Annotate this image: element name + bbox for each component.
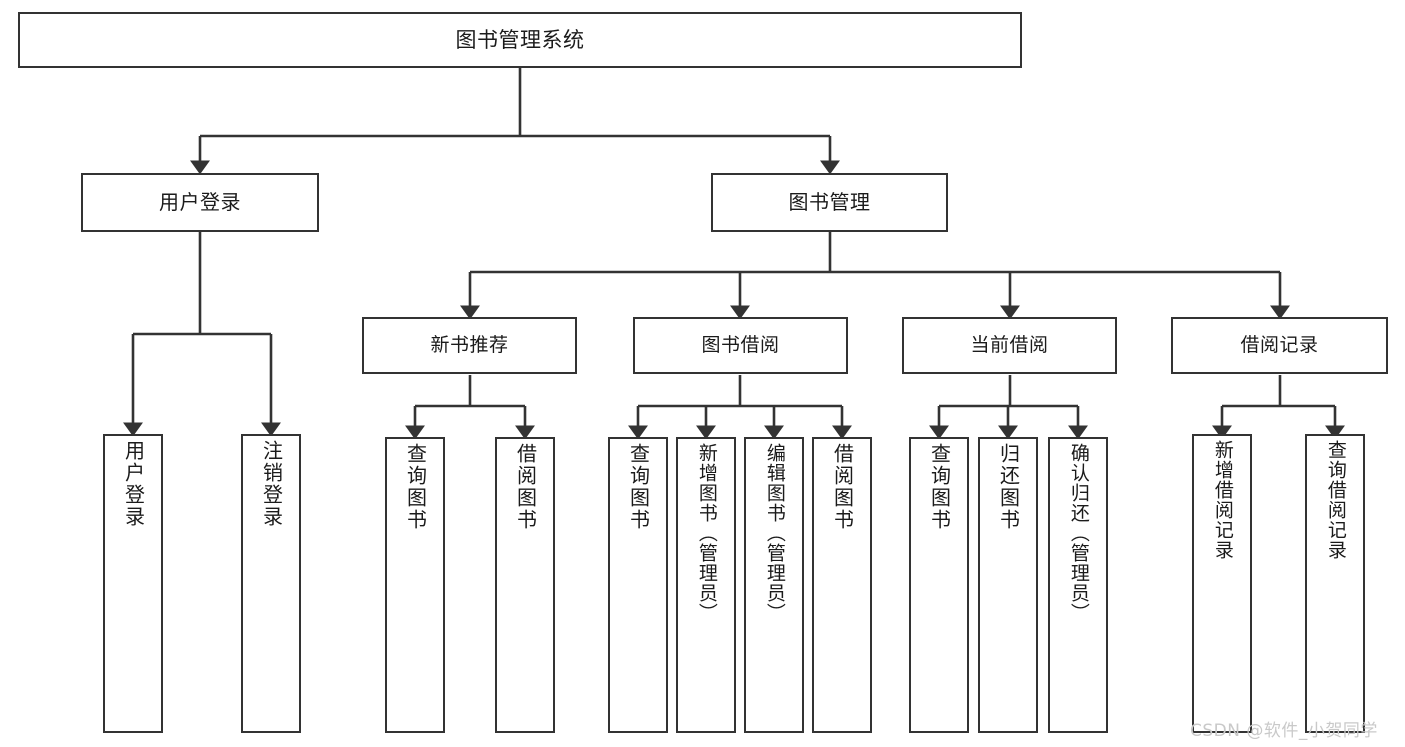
- node-label: 新增图书（管理员）: [695, 443, 718, 623]
- node-label: 查询借阅记录: [1324, 440, 1347, 560]
- node-label: 图书管理系统: [455, 27, 585, 52]
- node-label: 查询图书: [403, 443, 428, 531]
- node-label: 图书借阅: [701, 333, 780, 356]
- leaf-current-borrow-return-book[interactable]: 归还图书: [978, 437, 1038, 733]
- leaf-current-borrow-query-book[interactable]: 查询图书: [909, 437, 969, 733]
- leaf-borrow-record-query-record[interactable]: 查询借阅记录: [1305, 434, 1365, 733]
- node-label: 图书管理: [788, 190, 871, 214]
- node-root-book-management-system[interactable]: 图书管理系统: [18, 12, 1022, 68]
- leaf-new-book-query-book[interactable]: 查询图书: [385, 437, 445, 733]
- node-user-login[interactable]: 用户登录: [81, 173, 319, 232]
- leaf-borrow-record-add-record[interactable]: 新增借阅记录: [1192, 434, 1252, 733]
- leaf-new-book-borrow-book[interactable]: 借阅图书: [495, 437, 555, 733]
- leaf-book-borrow-query-book[interactable]: 查询图书: [608, 437, 668, 733]
- node-current-borrow[interactable]: 当前借阅: [902, 317, 1117, 374]
- leaf-user-login-logout[interactable]: 注销登录: [241, 434, 301, 733]
- leaf-book-borrow-borrow-book[interactable]: 借阅图书: [812, 437, 872, 733]
- node-label: 借阅图书: [513, 443, 538, 531]
- node-book-management[interactable]: 图书管理: [711, 173, 948, 232]
- leaf-book-borrow-edit-book-admin[interactable]: 编辑图书（管理员）: [744, 437, 804, 733]
- node-label: 查询图书: [927, 443, 952, 531]
- leaf-current-borrow-confirm-return-admin[interactable]: 确认归还（管理员）: [1048, 437, 1108, 733]
- node-borrow-record[interactable]: 借阅记录: [1171, 317, 1388, 374]
- node-book-borrow[interactable]: 图书借阅: [633, 317, 848, 374]
- leaf-user-login-login[interactable]: 用户登录: [103, 434, 163, 733]
- node-label: 编辑图书（管理员）: [763, 443, 786, 623]
- node-label: 借阅图书: [830, 443, 855, 531]
- node-label: 确认归还（管理员）: [1067, 443, 1090, 623]
- node-label: 当前借阅: [970, 333, 1049, 356]
- csdn-watermark: CSDN @软件_小贺同学: [1190, 721, 1378, 741]
- node-label: 新增借阅记录: [1211, 440, 1234, 560]
- node-new-book-recommend[interactable]: 新书推荐: [362, 317, 577, 374]
- node-label: 借阅记录: [1240, 333, 1319, 356]
- node-label: 用户登录: [121, 440, 146, 528]
- node-label: 查询图书: [626, 443, 651, 531]
- node-label: 新书推荐: [430, 333, 509, 356]
- leaf-book-borrow-add-book-admin[interactable]: 新增图书（管理员）: [676, 437, 736, 733]
- node-label: 用户登录: [159, 190, 241, 214]
- node-label: 归还图书: [996, 443, 1021, 531]
- node-label: 注销登录: [259, 440, 284, 528]
